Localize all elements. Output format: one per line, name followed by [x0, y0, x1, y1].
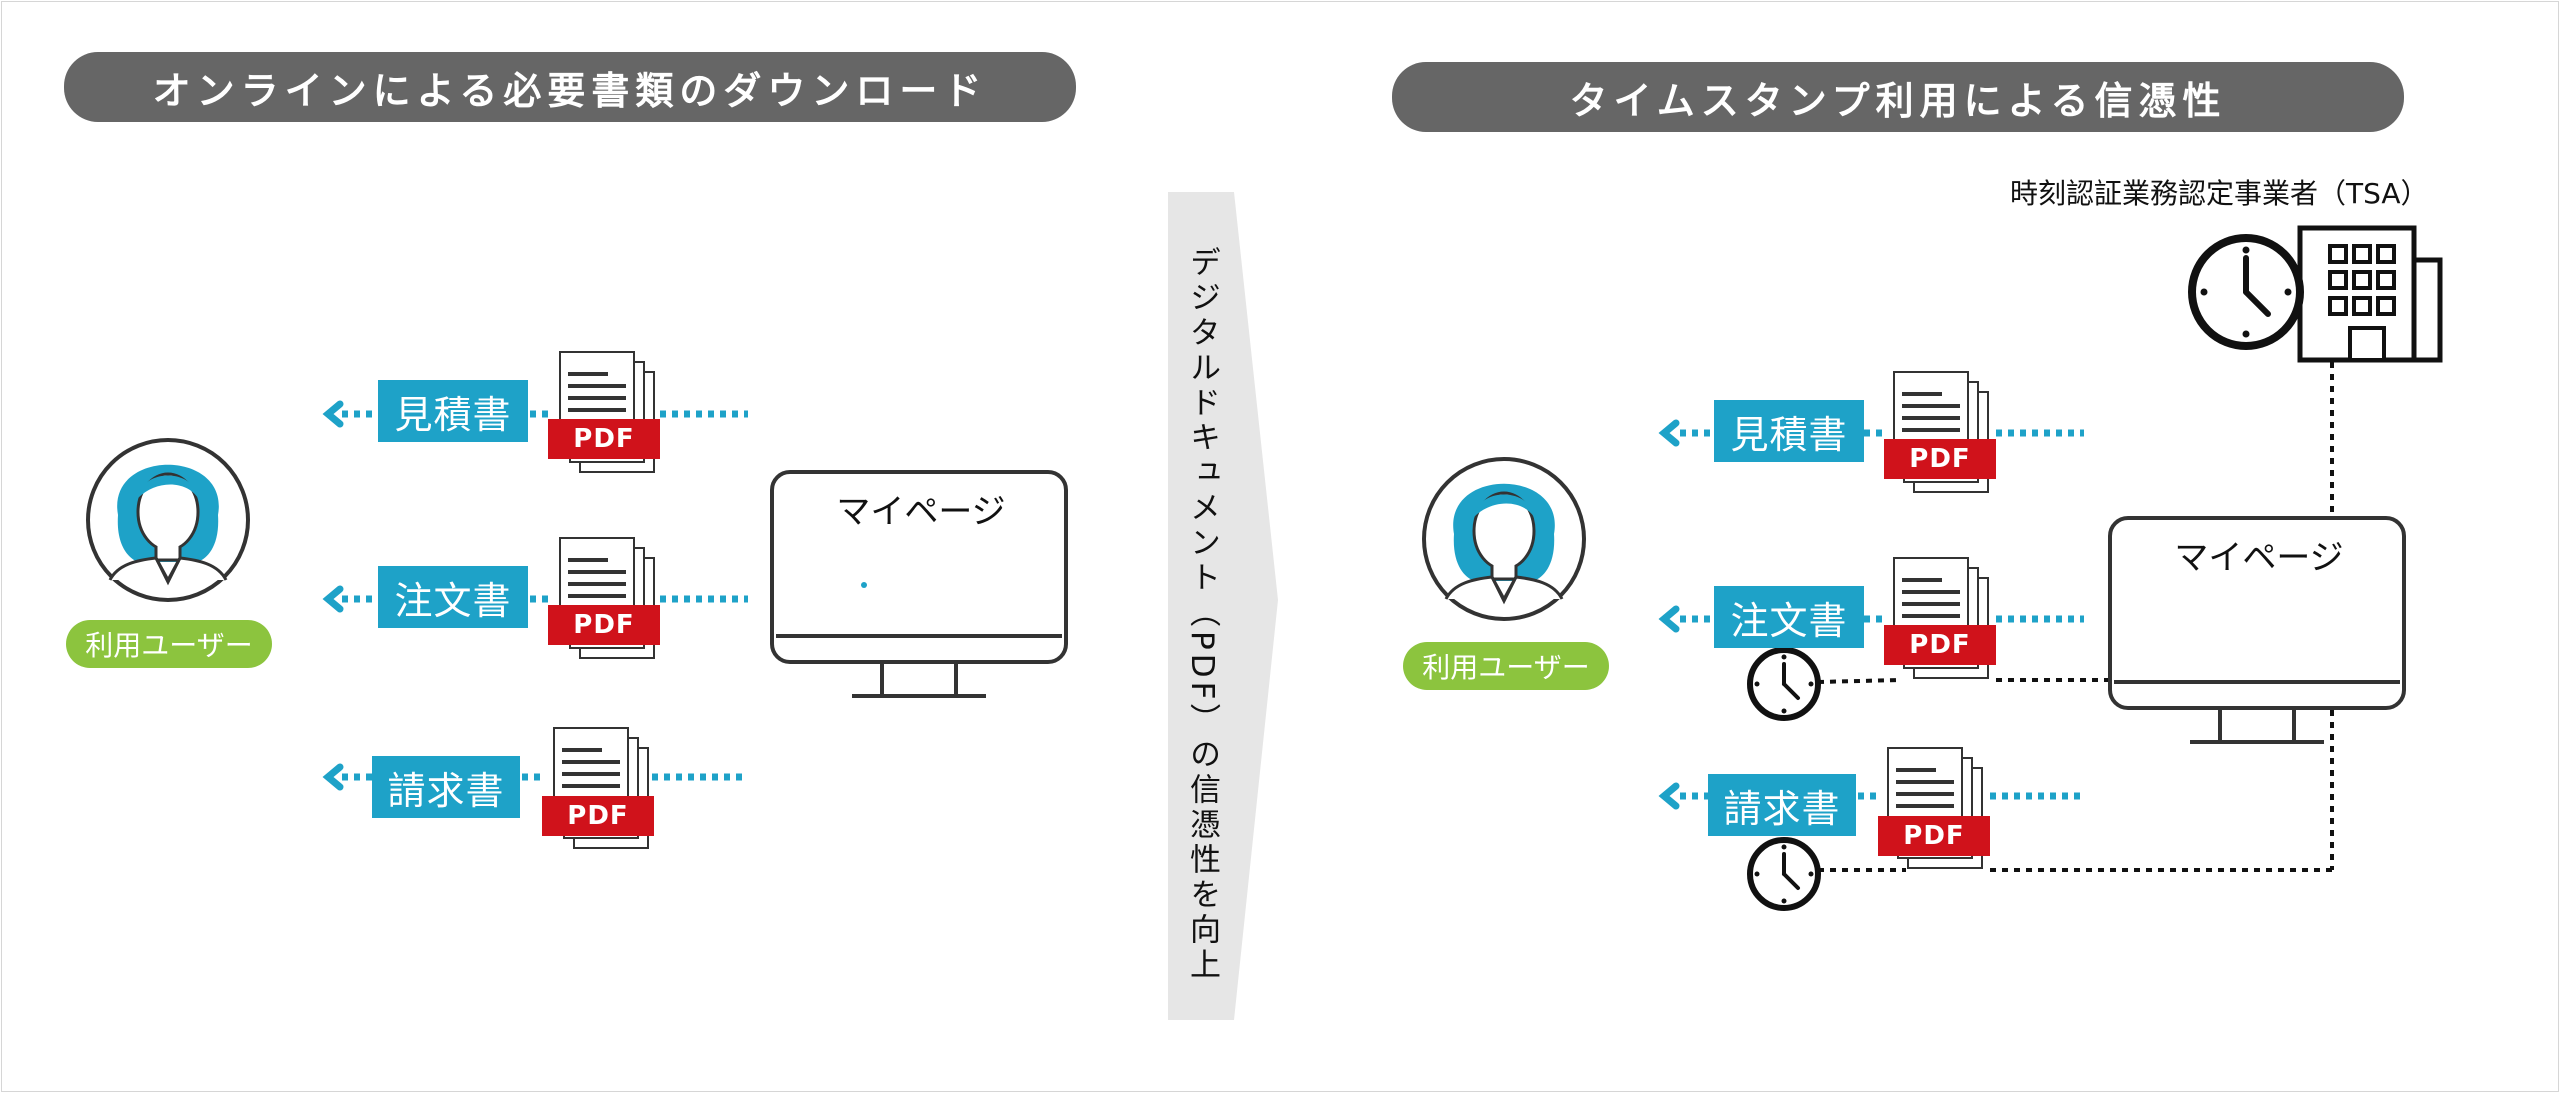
download-lines [342, 410, 748, 781]
center-arrow [1168, 192, 1278, 1020]
left-arrow-icon [328, 589, 340, 609]
pdf-badge: PDF [1884, 625, 1996, 665]
pdf-badge: PDF [1884, 439, 1996, 479]
right-title: タイムスタンプ利用による信憑性 [1392, 62, 2404, 132]
left-title: オンラインによる必要書類のダウンロード [64, 52, 1076, 122]
user-avatar-icon [1422, 457, 1586, 621]
user-avatar-icon [86, 438, 250, 602]
doc-label-estimate: 見積書 [378, 380, 528, 442]
doc-label-estimate: 見積書 [1714, 400, 1864, 462]
timestamp-lines [1817, 362, 2334, 872]
user-label: 利用ユーザー [66, 620, 272, 668]
tsa-label: 時刻認証業務認定事業者（TSA） [2010, 177, 2429, 210]
mypage-label: マイページ [836, 492, 1006, 532]
pdf-badge: PDF [1878, 816, 1990, 856]
doc-label-order: 注文書 [378, 566, 528, 628]
left-arrow-icon [1664, 423, 1676, 443]
download-lines [1680, 429, 2084, 800]
clock-icon [1750, 650, 1818, 718]
left-arrow-icon [1664, 786, 1676, 806]
doc-label-invoice: 請求書 [372, 756, 520, 818]
user-label: 利用ユーザー [1403, 642, 1609, 690]
clock-icon [1750, 840, 1818, 908]
pdf-badge: PDF [548, 419, 660, 459]
pdf-badge: PDF [548, 605, 660, 645]
doc-label-order: 注文書 [1714, 586, 1864, 648]
arrow-text: デジタルドキュメント（PDF）の信憑性を向上 [1184, 246, 1220, 984]
pdf-badge: PDF [542, 796, 654, 836]
left-arrow-icon [328, 404, 340, 424]
mypage-label: マイページ [2174, 538, 2344, 578]
left-arrow-icon [328, 767, 340, 787]
doc-label-invoice: 請求書 [1708, 774, 1856, 836]
clock-icon [2188, 234, 2304, 350]
left-arrow-icon [1664, 609, 1676, 629]
building-icon [2297, 225, 2443, 363]
